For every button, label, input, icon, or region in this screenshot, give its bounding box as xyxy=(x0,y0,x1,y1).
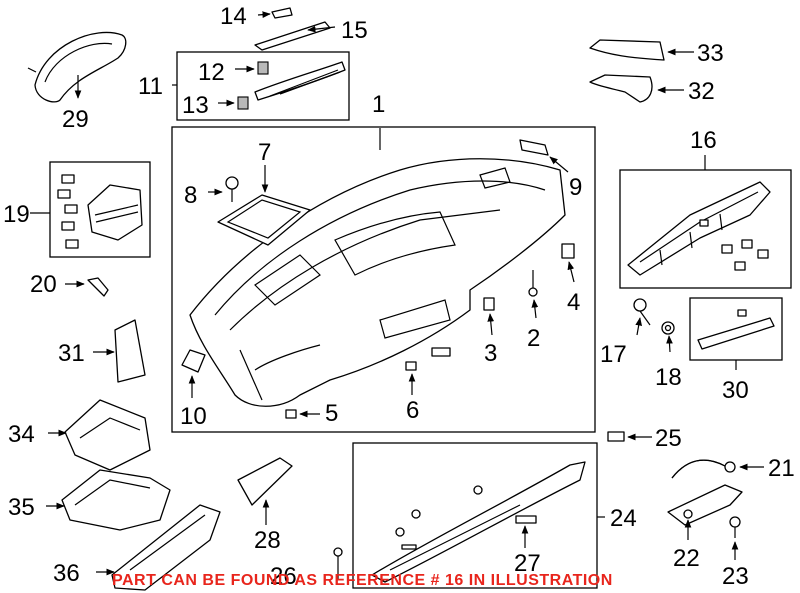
dashboard-main-part xyxy=(189,128,566,407)
bracket-34-part xyxy=(48,399,151,471)
callout-6: 6 xyxy=(406,397,419,424)
callout-18: 18 xyxy=(655,364,682,391)
bolt-17-part xyxy=(633,298,651,336)
strip-30-part xyxy=(697,309,775,370)
vent-32-33-parts xyxy=(589,39,694,103)
callout-32: 32 xyxy=(688,78,715,105)
bracket-22-part xyxy=(667,484,743,540)
hose-21-part xyxy=(671,459,764,479)
callout-15: 15 xyxy=(341,17,368,44)
callout-9: 9 xyxy=(569,174,582,201)
callout-28: 28 xyxy=(254,527,281,554)
clip-25-part xyxy=(607,431,652,442)
group-box-19 xyxy=(49,161,151,258)
callout-labels: 1 2 3 4 5 6 7 8 9 10 11 12 13 14 15 16 1… xyxy=(3,3,795,590)
callout-20: 20 xyxy=(30,271,57,298)
callout-5: 5 xyxy=(325,400,338,427)
callout-10: 10 xyxy=(180,403,207,430)
dashboard-clips xyxy=(181,139,575,419)
callout-27: 27 xyxy=(514,550,541,577)
callout-12: 12 xyxy=(198,59,225,86)
display-7-part xyxy=(208,165,311,246)
callout-29: 29 xyxy=(62,106,89,133)
group-box-24 xyxy=(352,442,598,589)
callout-26: 26 xyxy=(270,563,297,590)
callout-4: 4 xyxy=(567,289,580,316)
callout-33: 33 xyxy=(697,40,724,67)
trim-11-parts xyxy=(172,61,346,110)
cover-31-part xyxy=(93,319,146,383)
callout-25: 25 xyxy=(655,425,682,452)
callout-1: 1 xyxy=(372,91,385,118)
screw-26-part xyxy=(333,547,343,580)
grille-15-part xyxy=(254,7,336,51)
callout-8: 8 xyxy=(184,182,197,209)
callout-14: 14 xyxy=(220,3,247,30)
callout-21: 21 xyxy=(768,455,795,482)
cover-28-part xyxy=(237,457,293,525)
trim-36-part xyxy=(96,504,221,591)
group-box-dashboard xyxy=(171,126,596,433)
callout-13: 13 xyxy=(182,92,209,119)
trim-strip-24-part xyxy=(371,461,605,583)
callout-11: 11 xyxy=(138,73,163,100)
vent-16-parts xyxy=(627,155,771,276)
cluster-bezel-part xyxy=(27,31,127,103)
callout-36: 36 xyxy=(53,560,80,587)
callout-23: 23 xyxy=(722,563,749,590)
vent-19-parts xyxy=(30,174,143,249)
callout-22: 22 xyxy=(673,545,700,572)
callout-24: 24 xyxy=(610,505,637,532)
callout-19: 19 xyxy=(3,201,30,228)
callout-35: 35 xyxy=(8,494,35,521)
reference-note: PART CAN BE FOUND AS REFERENCE # 16 IN I… xyxy=(112,572,613,589)
callout-17: 17 xyxy=(600,341,627,368)
bolt-20-part xyxy=(65,277,109,297)
nut-18-part xyxy=(661,321,675,353)
callout-16: 16 xyxy=(690,127,717,154)
callout-31: 31 xyxy=(58,340,85,367)
callout-34: 34 xyxy=(8,421,35,448)
panel-35-part xyxy=(46,469,171,531)
group-box-11 xyxy=(176,51,350,121)
screw-23-part xyxy=(729,516,741,560)
callout-7: 7 xyxy=(258,139,271,166)
callout-30: 30 xyxy=(722,377,749,404)
callout-3: 3 xyxy=(484,340,497,367)
callout-2: 2 xyxy=(527,325,540,352)
